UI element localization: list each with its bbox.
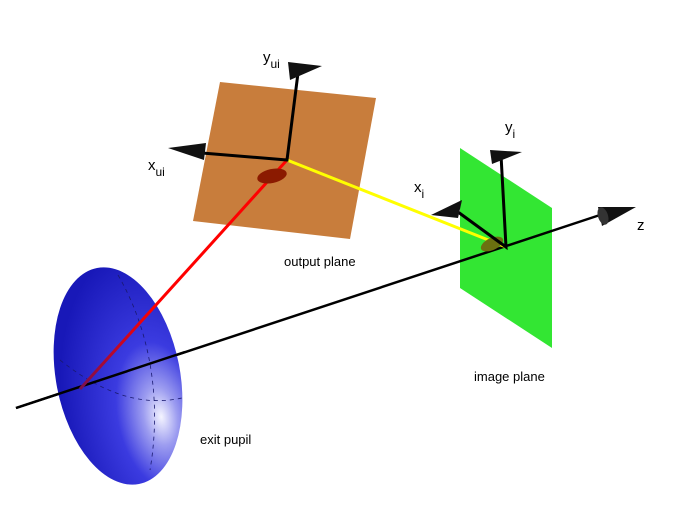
y-ui-arrowhead-icon	[288, 62, 322, 80]
y-i-label: yi	[505, 119, 515, 141]
x-ui-arrowhead-icon	[168, 143, 206, 160]
y-i-arrowhead-icon	[490, 150, 522, 164]
exit-pupil-dashed-curve	[117, 274, 155, 471]
optical-axis-over-pupil	[15, 350, 186, 410]
exit-pupil-dashed-curve-2	[59, 359, 183, 402]
z-axis-label: z	[637, 217, 645, 234]
x-ui-label: xui	[148, 157, 165, 179]
x-i-base: x	[414, 179, 422, 196]
y-ui-sub: ui	[271, 57, 280, 71]
image-plane-axes	[457, 154, 508, 251]
ray-output-to-image	[286, 158, 507, 249]
exit-pupil	[53, 267, 183, 485]
y-i-sub: i	[513, 127, 516, 141]
x-i-sub: i	[422, 187, 425, 201]
y-ui-base: y	[263, 49, 271, 66]
x-ui-base: x	[148, 157, 156, 174]
x-i-label: xi	[414, 179, 424, 201]
ray-pupil-to-output	[78, 158, 289, 391]
y-ui-label: yui	[263, 49, 280, 71]
output-plane-label: output plane	[284, 254, 356, 269]
output-plane-point	[257, 168, 287, 184]
x-ui-sub: ui	[156, 165, 165, 179]
y-i-base: y	[505, 119, 513, 136]
x-i-arrowhead-icon	[431, 200, 462, 218]
output-plane-axes	[201, 72, 300, 162]
exit-pupil-label: exit pupil	[200, 432, 251, 447]
image-plane-label: image plane	[474, 369, 545, 384]
z-axis-arrowhead-base-icon	[597, 207, 609, 225]
